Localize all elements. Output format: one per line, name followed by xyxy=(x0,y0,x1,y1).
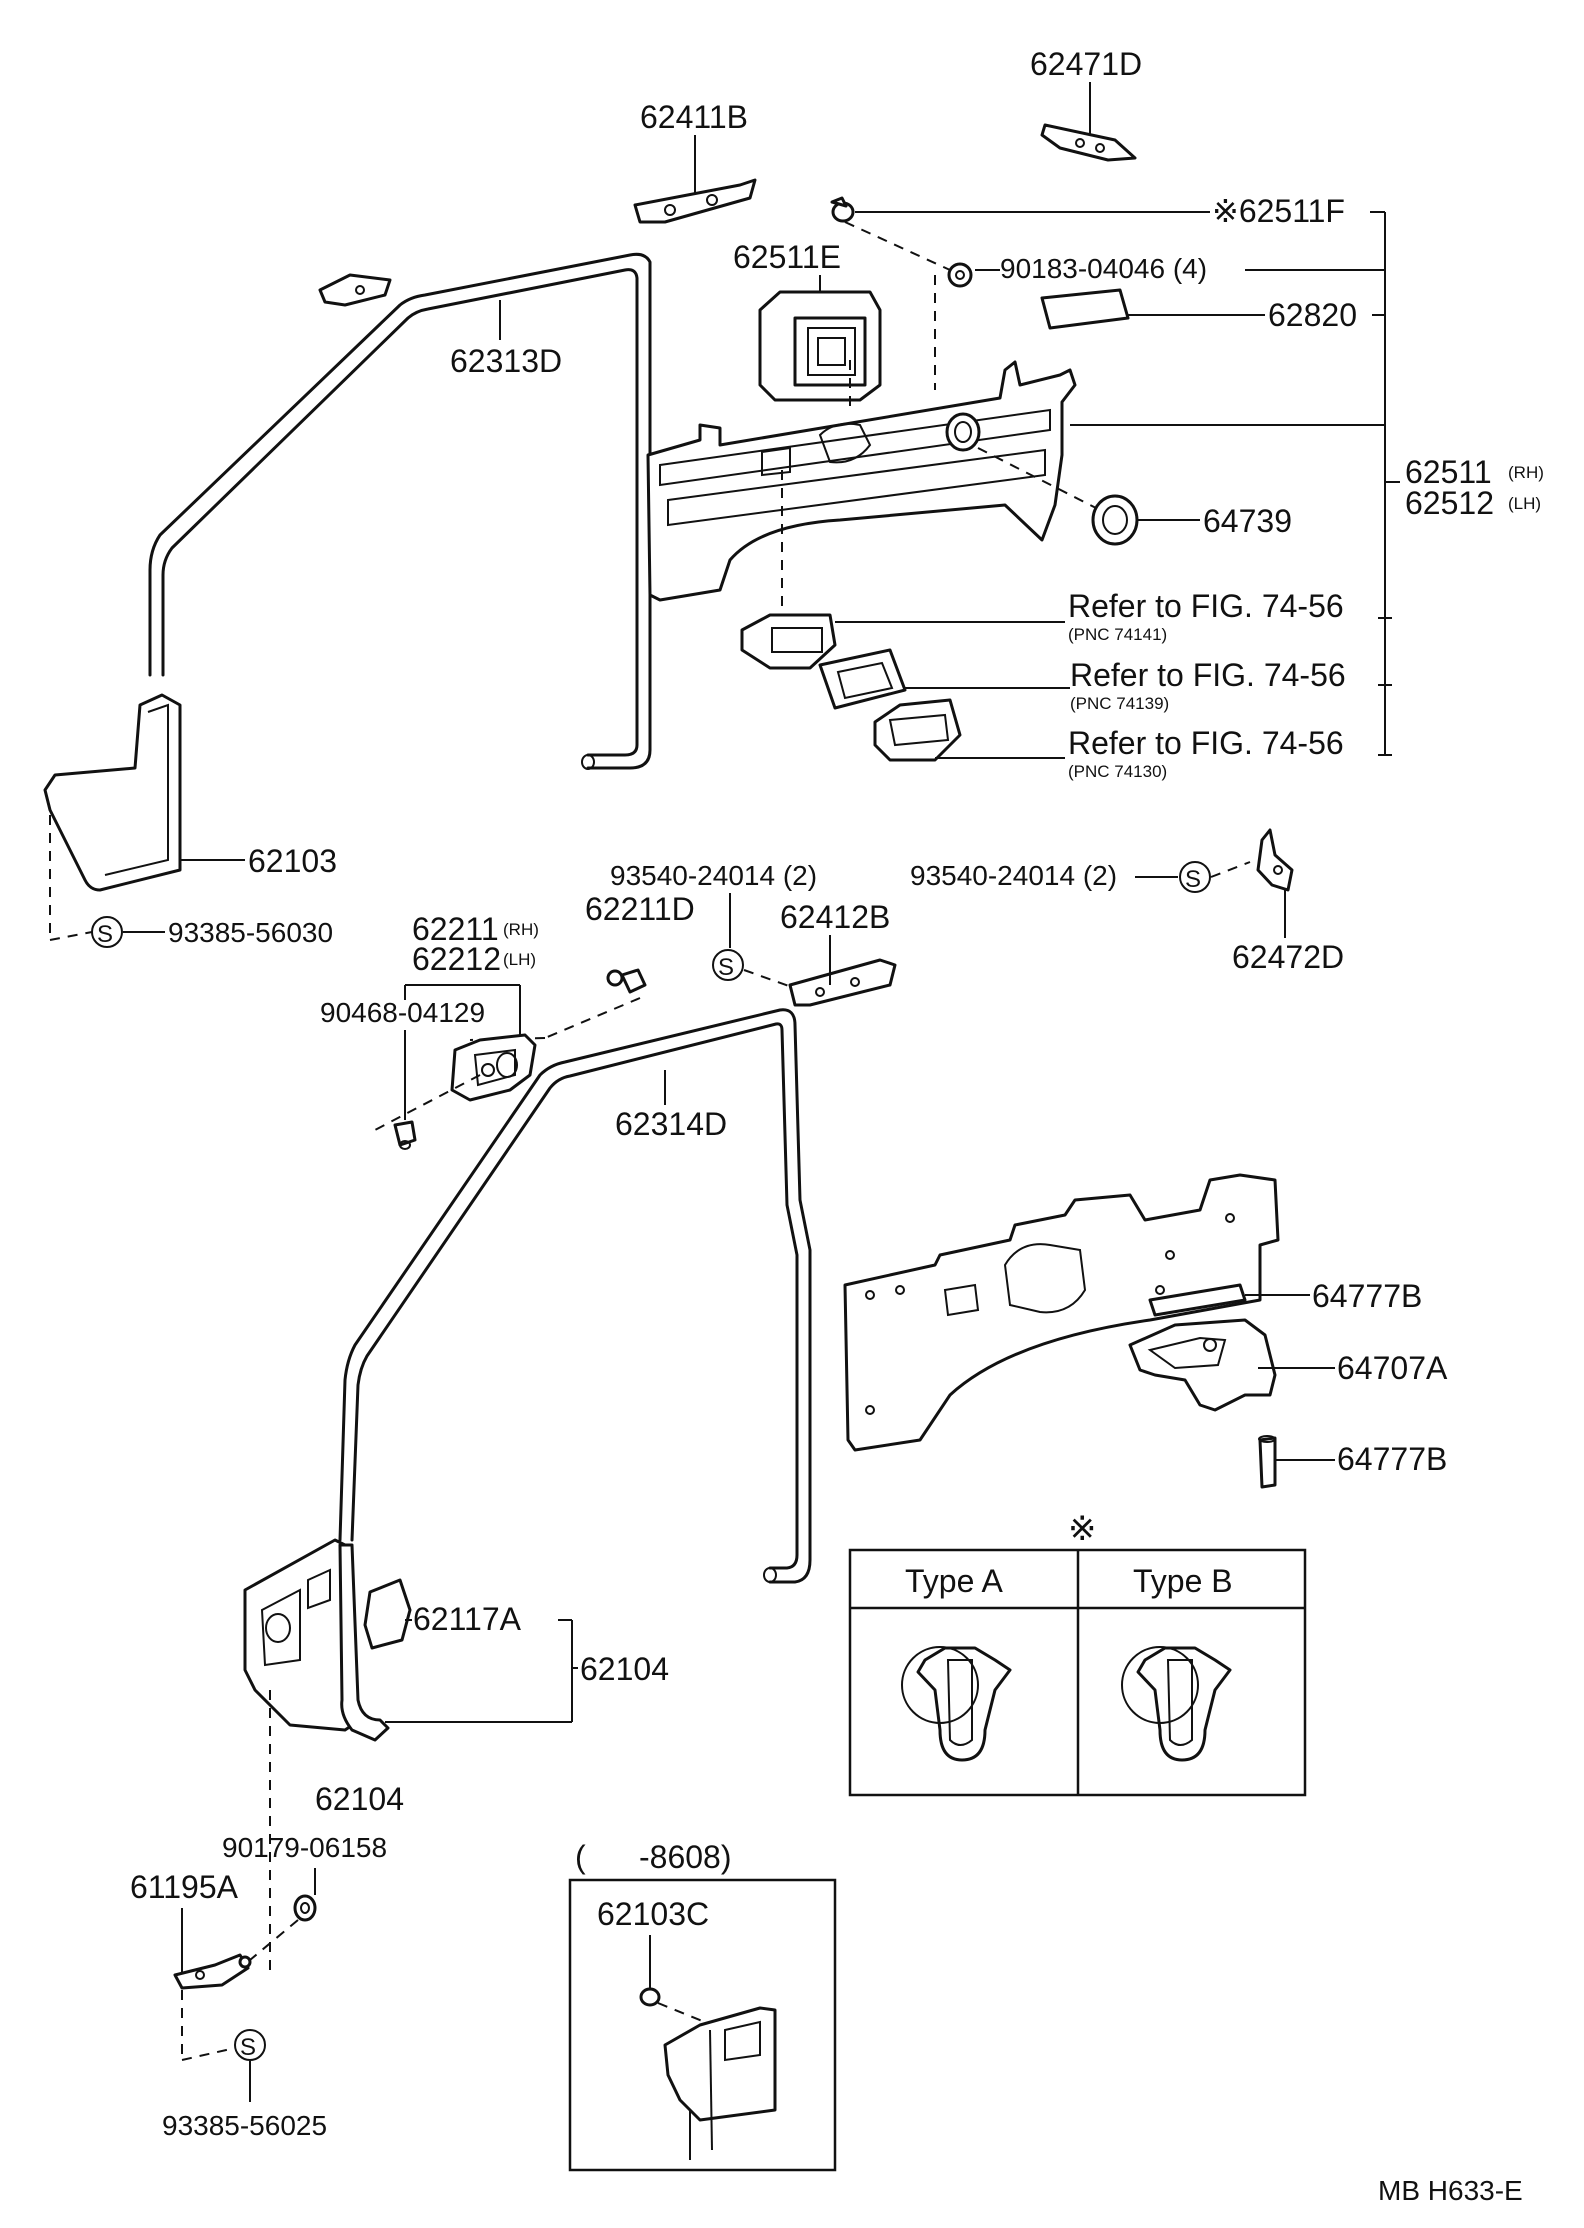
callout-62103: 62103 xyxy=(248,843,337,879)
part-90468-04129 xyxy=(393,1120,417,1150)
screw-93385-56030: S xyxy=(91,916,165,948)
part-ref-74130 xyxy=(873,698,1065,762)
callout-62511-rh: (RH) xyxy=(1508,463,1544,482)
part-62104 xyxy=(243,1538,390,1975)
callout-62471D: 62471D xyxy=(1030,46,1142,82)
ref-fig-1-pnc: (PNC 74141) xyxy=(1068,625,1167,644)
callout-62104-a: 62104 xyxy=(580,1651,669,1687)
ref-fig-3-pnc: (PNC 74130) xyxy=(1068,762,1167,781)
callout-62313D: 62313D xyxy=(450,343,562,379)
part-small-bracket xyxy=(318,273,392,307)
callout-62511F: ※62511F xyxy=(1212,193,1345,229)
inset-range-label: ( -8608) xyxy=(575,1839,732,1875)
table-note-mark: ※ xyxy=(1068,1510,1097,1548)
figure-code: MB H633-E xyxy=(1378,2175,1523,2206)
part-62103 xyxy=(43,693,245,941)
callout-64707A: 64707A xyxy=(1337,1350,1448,1386)
part-62211D xyxy=(469,968,647,1041)
callout-62412B: 62412B xyxy=(780,899,890,935)
callout-62104-b: 62104 xyxy=(315,1781,404,1817)
callout-62472D: 62472D xyxy=(1232,939,1344,975)
part-64739 xyxy=(1091,494,1200,546)
callout-62103C: 62103C xyxy=(597,1896,709,1932)
callout-93540-24014-b: 93540-24014 (2) xyxy=(910,860,1117,891)
ref-fig-1: Refer to FIG. 74-56 xyxy=(1068,588,1344,624)
bracket-62104-group xyxy=(385,1619,578,1723)
callout-64739: 64739 xyxy=(1203,503,1292,539)
part-62117A xyxy=(363,1578,412,1650)
part-ref-74139 xyxy=(818,648,1070,710)
part-64777B-plug xyxy=(1258,1435,1335,1489)
part-90179-06158 xyxy=(249,1894,317,1961)
part-62511F xyxy=(830,196,1210,271)
callout-62212-lh: (LH) xyxy=(503,950,536,969)
ref-fig-2: Refer to FIG. 74-56 xyxy=(1070,657,1346,693)
part-62820 xyxy=(1040,288,1265,330)
part-62103C xyxy=(639,1987,777,2160)
callout-62820: 62820 xyxy=(1268,297,1357,333)
callout-62211-rh: (RH) xyxy=(503,920,539,939)
part-62472D xyxy=(1256,828,1294,938)
clip-type-b-drawing xyxy=(1121,1646,1232,1762)
callout-62512-lh: (LH) xyxy=(1508,494,1541,513)
part-62411B xyxy=(633,135,757,224)
callout-62511: 62511 xyxy=(1405,454,1492,490)
screw-93385-56025: S xyxy=(234,2029,266,2102)
callout-64777B-b: 64777B xyxy=(1337,1441,1447,1477)
callout-62512: 62512 xyxy=(1405,485,1494,521)
s-mark-4: S xyxy=(240,2034,256,2061)
callout-62117A: 62117A xyxy=(413,1601,522,1637)
callout-93540-24014-a: 93540-24014 (2) xyxy=(610,860,817,891)
callout-62314D: 62314D xyxy=(615,1106,727,1142)
part-ref-74141 xyxy=(740,613,1065,670)
callout-90179-06158: 90179-06158 xyxy=(222,1832,387,1863)
part-62471D xyxy=(1040,82,1137,162)
screw-93540-b: S xyxy=(1179,861,1251,893)
screw-93540-a: S xyxy=(712,949,801,991)
part-64739-grommet-socket xyxy=(945,412,1101,511)
callout-90468-04129: 90468-04129 xyxy=(320,997,485,1028)
type-a-header: Type A xyxy=(905,1563,1004,1599)
s-mark-3: S xyxy=(1185,866,1201,893)
part-62314D xyxy=(338,1008,812,1584)
clip-type-table: ※ Type A Type B xyxy=(848,1510,1307,1797)
callout-62511E: 62511E xyxy=(733,239,841,275)
part-64777B-strip xyxy=(1148,1283,1310,1317)
s-mark-1: S xyxy=(97,921,113,948)
callout-90183-04046: 90183-04046 (4) xyxy=(1000,253,1207,284)
callout-62411B: 62411B xyxy=(640,99,748,135)
callout-62211D: 62211D xyxy=(585,891,695,927)
clip-type-a-drawing xyxy=(901,1646,1012,1762)
callout-93385-56025: 93385-56025 xyxy=(162,2110,327,2141)
type-b-header: Type B xyxy=(1133,1563,1233,1599)
part-62211-bezel xyxy=(374,1033,537,1131)
inset-62103C: ( -8608) 62103C xyxy=(568,1839,837,2172)
callout-64777B-a: 64777B xyxy=(1312,1278,1422,1314)
part-61195A xyxy=(173,1908,252,2061)
callout-93385-56030: 93385-56030 xyxy=(168,917,333,948)
part-64707A xyxy=(1128,1318,1335,1412)
part-62511E xyxy=(758,275,882,402)
s-mark-2: S xyxy=(718,954,734,981)
part-90183-04046 xyxy=(934,262,1385,390)
bracket-62511-group xyxy=(1070,212,1400,756)
part-62412B xyxy=(788,935,897,1007)
callout-61195A: 61195A xyxy=(130,1869,239,1905)
callout-62212: 62212 xyxy=(412,941,501,977)
part-62313D xyxy=(148,252,652,770)
callout-62211: 62211 xyxy=(412,911,499,947)
part-lower-trim-board xyxy=(843,1173,1280,1452)
ref-fig-3: Refer to FIG. 74-56 xyxy=(1068,725,1344,761)
ref-fig-2-pnc: (PNC 74139) xyxy=(1070,694,1169,713)
